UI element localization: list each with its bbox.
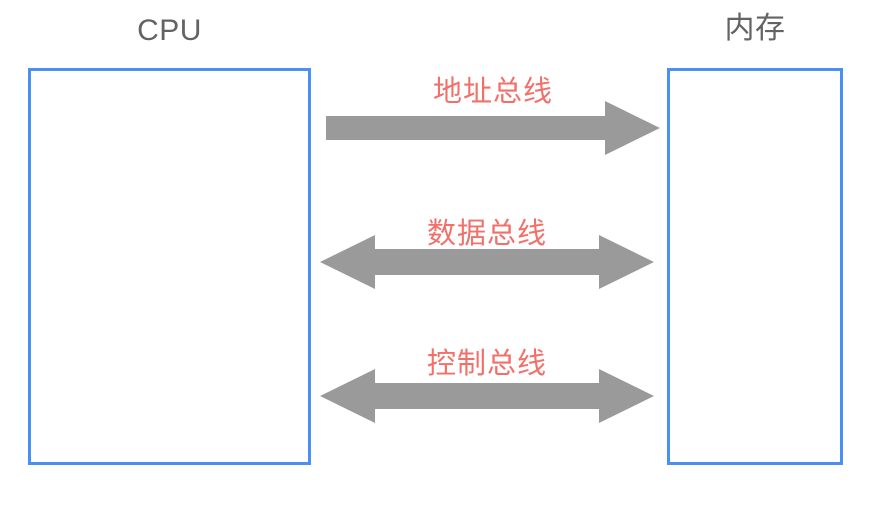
memory-node-title: 内存	[724, 12, 786, 45]
control-bus-arrow-bidirectional-icon	[320, 369, 654, 423]
cpu-node-title: CPU	[137, 14, 202, 47]
memory-node-box	[667, 68, 843, 465]
address-bus-arrow-right-icon	[326, 101, 660, 155]
cpu-node-box	[28, 68, 311, 465]
control-bus-label: 控制总线	[426, 348, 547, 380]
data-bus-label: 数据总线	[426, 218, 547, 250]
address-bus-label: 地址总线	[432, 76, 553, 108]
data-bus-arrow-bidirectional-icon	[320, 235, 654, 289]
